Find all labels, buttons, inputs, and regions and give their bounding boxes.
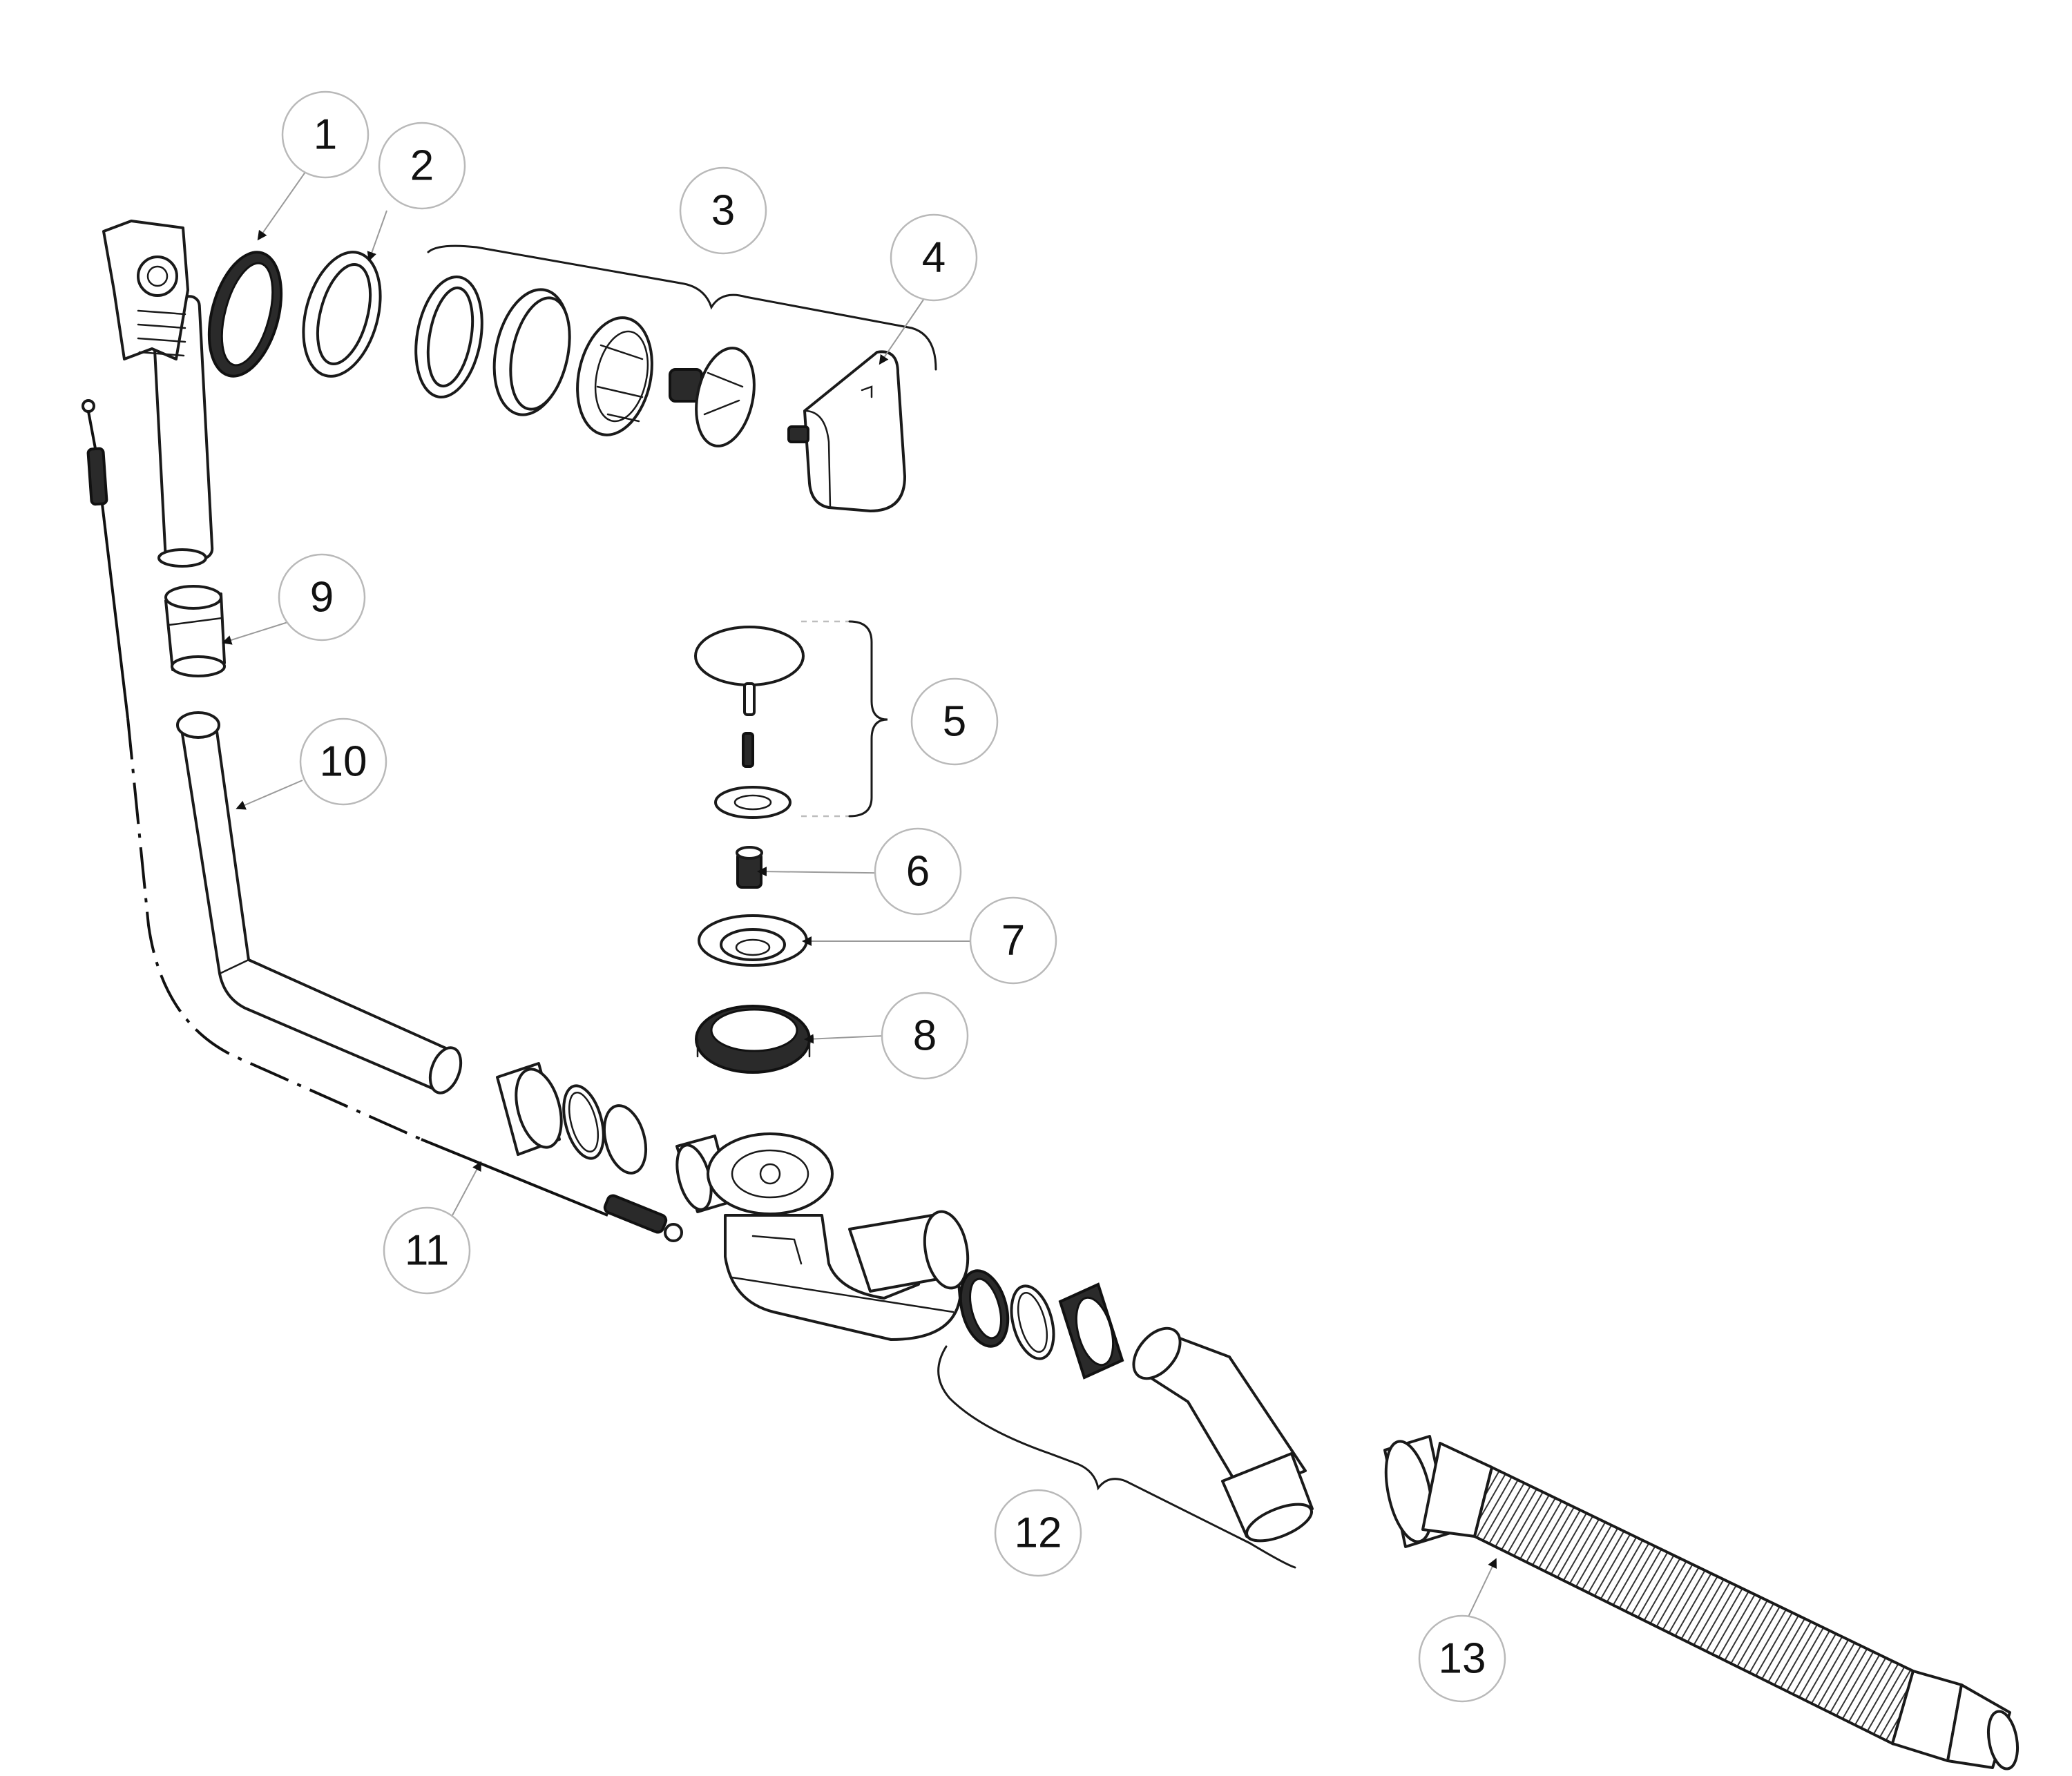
callout-1: 1	[281, 90, 370, 179]
callout-10-label: 10	[320, 738, 367, 786]
part-3-overflow-assembly	[414, 275, 756, 447]
bowden-cable-part	[81, 399, 683, 1242]
callout-13-label: 13	[1439, 1635, 1486, 1683]
part-3-bracket	[427, 244, 937, 371]
callout-5: 5	[910, 677, 999, 766]
part-4-cap	[787, 350, 906, 512]
callout-7: 7	[969, 896, 1057, 985]
callout-3: 3	[679, 166, 767, 255]
callout-8-label: 8	[913, 1012, 937, 1060]
callout-6: 6	[874, 827, 962, 916]
part-5-bracket	[848, 620, 888, 818]
part-7-strainer	[698, 914, 808, 967]
part-13-flexible-hose	[1383, 1435, 2020, 1770]
callout-13: 13	[1418, 1614, 1506, 1703]
part-12-outlet-assembly	[959, 1269, 1314, 1543]
part-8-gasket	[695, 1005, 811, 1074]
overflow-elbow-part	[102, 220, 214, 568]
part-10-bent-pipe	[176, 711, 463, 1094]
callout-2: 2	[378, 122, 466, 210]
callout-12-label: 12	[1015, 1509, 1062, 1557]
callout-5-label: 5	[943, 698, 966, 746]
trap-body-part	[675, 1132, 970, 1341]
part-2-washer	[302, 251, 382, 378]
part-6-screw	[736, 846, 763, 889]
part-5-plug-assembly	[694, 626, 805, 819]
part-12-bracket	[937, 1345, 1296, 1569]
callout-6-label: 6	[906, 848, 930, 896]
callout-9-label: 9	[310, 574, 334, 621]
callout-4-label: 4	[922, 234, 946, 282]
callout-10: 10	[299, 717, 387, 806]
callout-8: 8	[881, 992, 969, 1080]
part-1-ring	[207, 251, 283, 378]
callout-7-label: 7	[1001, 917, 1025, 965]
callout-4: 4	[890, 213, 978, 302]
trap-nut-and-seals-left	[496, 1062, 647, 1175]
callout-9: 9	[278, 553, 366, 641]
callout-1-label: 1	[314, 111, 337, 159]
part-9-coupling	[164, 585, 226, 677]
callout-12: 12	[994, 1489, 1082, 1577]
callout-2-label: 2	[410, 142, 434, 190]
callout-11-label: 11	[405, 1227, 449, 1275]
callout-3-label: 3	[711, 187, 735, 235]
callout-11: 11	[383, 1206, 471, 1295]
